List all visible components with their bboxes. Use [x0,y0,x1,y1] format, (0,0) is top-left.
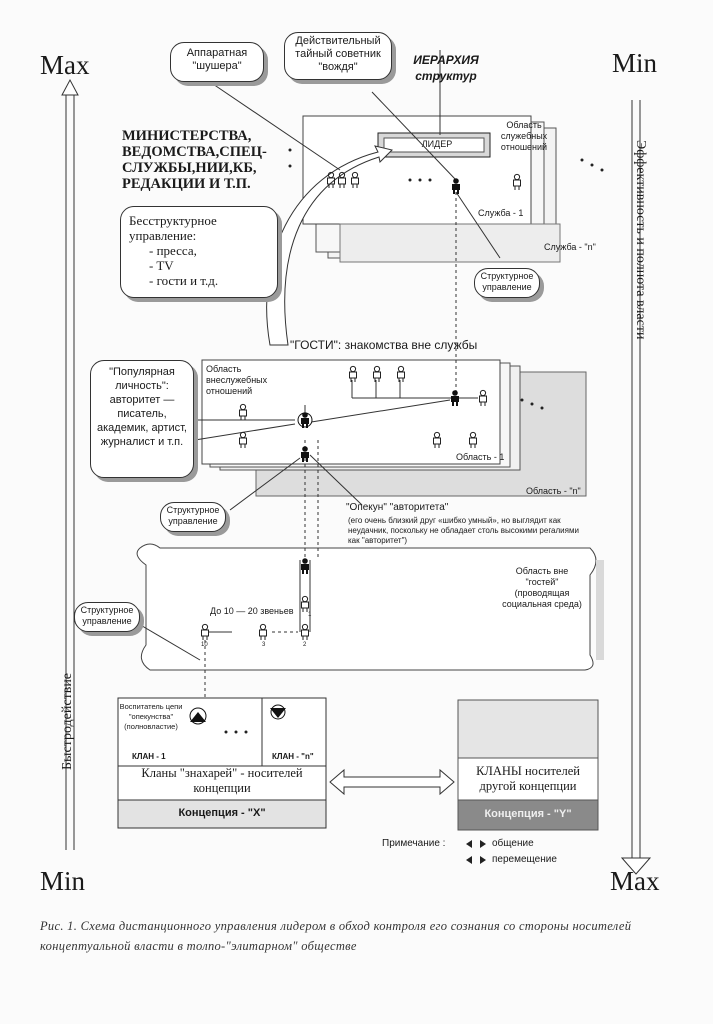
person-icon [373,365,381,383]
ministries-label: МИНИСТЕРСТВА, ВЕДОМСТВА,СПЕЦ- СЛУЖБЫ,НИИ… [122,128,267,192]
triangle-down-icon [270,708,286,718]
left-scale-arrow [61,78,79,850]
clan-double-arrow [329,768,455,796]
note-label: Примечание : [382,838,446,849]
clan-y-shape [457,699,599,831]
note-item-1: общение [492,838,534,849]
person-icon [450,389,460,407]
nonservice-area-label: Область внеслужебных отношений [206,364,268,396]
hierarchy-label: ИЕРАРХИЯ структур [413,53,479,83]
person-icon [300,557,310,575]
link-number: 2 [303,642,307,648]
triangle-up-icon [190,712,206,722]
area-n-label: Область - "n" [526,486,581,496]
outside-area-shape [136,543,597,671]
link-number: 10 [201,642,208,648]
clan-x-shape [117,697,327,829]
person-icon [338,171,346,189]
link-number: 3 [262,642,266,648]
person-icon [301,623,309,641]
structural-mgmt-callout-3: Структурное управление [74,602,140,632]
concept-y-label: Концепция - "Y" [484,808,572,820]
person-icon [300,445,310,463]
clan-y-title: КЛАНЫ носителей другой концепции [476,764,580,793]
educator-label: Воспитатель цепи "опекунства" (полновлас… [119,702,183,731]
guardian-title: "Опекун" "авторитета" [346,502,449,513]
unstructured-item: - TV [149,258,174,273]
clan-1-label: КЛАН - 1 [132,752,166,761]
person-icon [349,365,357,383]
note-arrows [466,840,486,864]
person-icon [239,403,247,421]
area-1-label: Область - 1 [456,452,505,462]
solid-links [131,50,501,661]
right-scale-arrow [620,100,652,875]
advisor-callout: Действительный тайный советник "вождя" [284,32,392,80]
dashed-links [204,192,457,700]
structural-mgmt-callout: Структурное управление [474,268,540,298]
popular-callout: "Популярная личность": авторитет — писат… [90,360,194,478]
outside-area-label: Область вне "гостей" (проводящая социаль… [502,566,582,609]
service-n-label: Служба - "n" [544,242,596,252]
left-scale-top: Max [40,50,90,80]
unstructured-item: - гости и т.д. [149,273,219,288]
service-1-label: Служба - 1 [478,208,524,218]
apparatus-callout: Аппаратная "шушера" [170,42,264,82]
links-label: До 10 — 20 звеньев [210,606,294,616]
link-number: 1 [308,612,312,618]
right-scale-top: Min [612,48,658,78]
leader-label: ЛИДЕР [421,139,453,149]
person-icon [201,623,209,641]
left-axis-label: Быстродействие [60,672,75,770]
guests-cards [201,359,587,497]
concept-x-label: Концепция - "Х" [178,807,266,819]
person-icon [513,173,521,191]
person-icon [469,431,477,449]
figure-caption: Рис. 1. Схема дистанционного управления … [40,919,632,953]
unstructured-item: - пресса, [149,243,197,258]
person-icon [327,171,335,189]
left-scale-bottom: Min [40,866,86,896]
person-icon [479,389,487,407]
person-icon [351,171,359,189]
clan-x-title: Кланы "знахарей" - носителей концепции [141,766,303,795]
service-area-label: Область служебных отношений [500,120,548,152]
unstructured-callout: Бесструктурное управление: - пресса, - T… [120,206,278,298]
clan-n-label: КЛАН - "n" [272,752,314,761]
right-axis-label: Эффективность и полнота власти [633,140,648,340]
structural-mgmt-callout-2: Структурное управление [160,502,226,532]
person-icon [433,431,441,449]
person-icon [451,177,461,195]
person-icon [259,623,267,641]
right-scale-bottom: Max [610,866,660,896]
note-item-2: перемещение [492,854,557,865]
person-icon [397,365,405,383]
person-icon [301,595,309,613]
leader-box-shape [377,132,491,158]
guests-title: "ГОСТИ": знакомства вне службы [290,338,478,352]
guardian-note: (его очень близкий друг «шибко умный», н… [348,516,579,545]
unstructured-title: Бесструктурное управление: [129,213,217,243]
person-icon [239,431,247,449]
